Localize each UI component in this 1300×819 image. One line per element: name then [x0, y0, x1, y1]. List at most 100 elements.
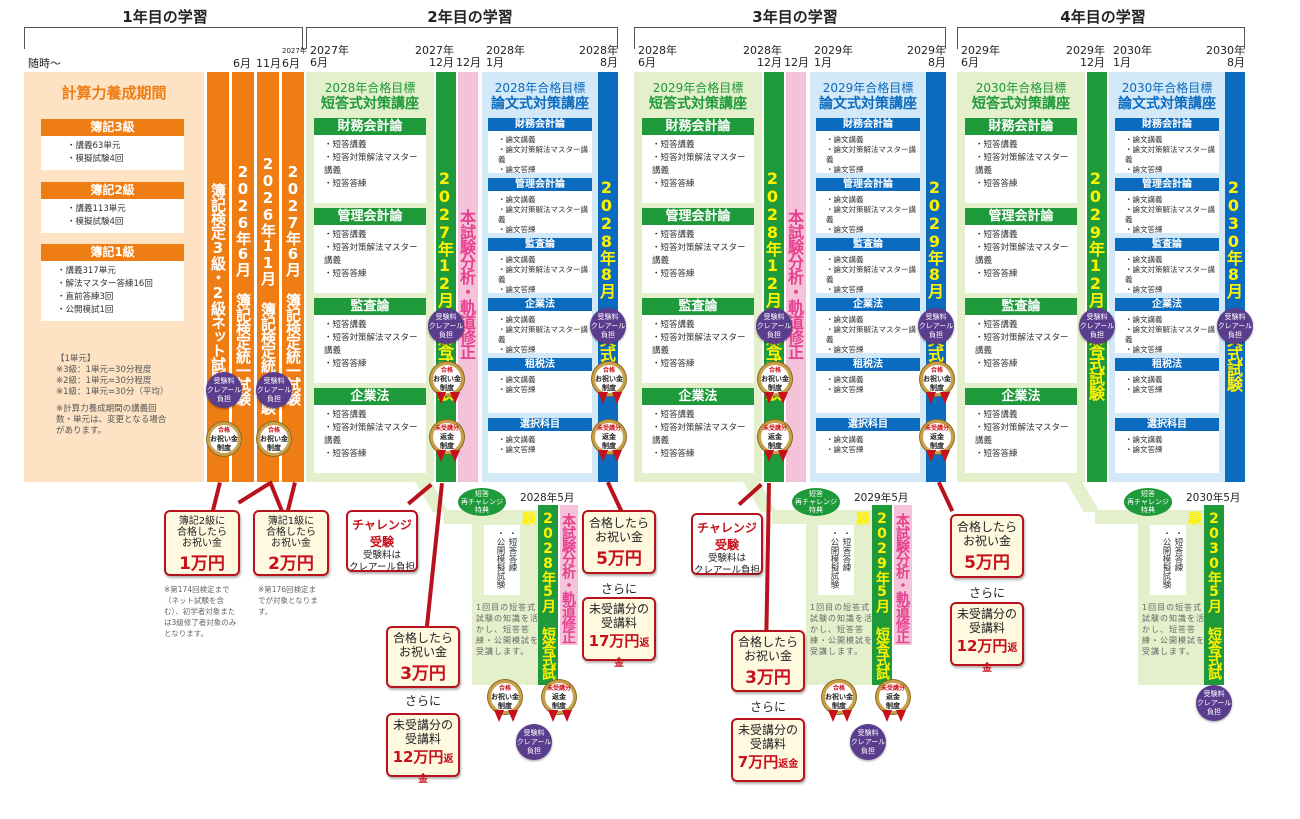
badge-text: クレアール [1217, 321, 1253, 330]
essay-subject: 財務会計論論文講義論文対策解法マスター講義論文答練 [816, 118, 920, 175]
badge-text: クレアール [1196, 698, 1232, 707]
badge-text: 返金 [602, 432, 616, 441]
badge-text: クレアール [428, 321, 464, 330]
subject-items: 論文講義論文対策解法マスター講義論文答練 [1115, 311, 1219, 354]
may-exam-column: 2028年5月 短答式試験 [520, 505, 558, 685]
subject-item: 論文対策解法マスター講義 [498, 145, 592, 165]
subject-item: 論文対策解法マスター講義 [498, 265, 592, 285]
callout-text: 12万円返金 [388, 746, 458, 786]
fee-sticker: 受験料クレアール負担 [256, 372, 292, 408]
date-label: 1月 [814, 56, 832, 69]
badge-text: 短答 [1141, 490, 1155, 498]
subject-item: 短答対策解法マスター講義 [652, 422, 754, 448]
badge-text: 返金 [552, 692, 566, 701]
badge-text: 受験料 [263, 376, 285, 385]
badge-text: 制度 [602, 441, 616, 450]
fee-sticker: 受験料クレアール負担 [1196, 685, 1232, 721]
year-2-bracket [306, 27, 618, 49]
callout-text: 2万円 [268, 554, 314, 574]
y2-short-gift-callout: 合格したら お祝い金 3万円 [386, 626, 460, 688]
subject-item: 短答対策解法マスター講義 [975, 422, 1077, 448]
essay-subject: 管理会計論論文講義論文対策解法マスター講義論文答練 [816, 178, 920, 235]
essay-subject: 選択科目論文講義論文答練 [816, 418, 920, 473]
fee-sticker: 受験料クレアール負担 [516, 724, 552, 760]
badge-text: 制度 [768, 441, 782, 450]
badge-text: 制度 [552, 701, 566, 710]
short-course-target: 2030年合格目標 [975, 81, 1067, 95]
subject-item: 論文講義 [1125, 135, 1219, 145]
short-subject: 財務会計論短答講義短答対策解法マスター講義短答答練 [965, 118, 1077, 203]
y2-essay-refund-callout: 未受講分の 受講料 17万円返金 [582, 597, 656, 669]
subject-header: 監査論 [488, 238, 592, 251]
rechallenge-note: 1回目の短答式試験の知識を活かし、短答答練・公開模試を受講します。 [476, 603, 539, 656]
exam-column-2026-06: 2026年6月 簿記検定統一試験 [232, 72, 254, 482]
callout-text: 受講料 [749, 737, 786, 751]
badge-text: お祝い金 [260, 434, 288, 443]
subject-header: 監査論 [816, 238, 920, 251]
essay-subject: 財務会計論論文講義論文対策解法マスター講義論文答練 [488, 118, 592, 174]
gift-medal: 合格お祝い金制度 [430, 362, 464, 396]
badge-text: 制度 [930, 441, 944, 450]
rechallenge-badge: 短答再チャレンジ特典 [1124, 488, 1172, 516]
fee-sticker: 受験料クレアール負担 [918, 308, 954, 344]
subject-items: 論文講義論文答練 [1115, 431, 1219, 473]
subject-items: 短答講義短答対策解法マスター講義短答答練 [642, 135, 754, 203]
essay-subject: 監査論論文講義論文対策解法マスター講義論文答練 [816, 238, 920, 294]
bookkeeping2-note: ※第174回検定まで（ネット試験を含む）、初学者対象または3級修了者対象のみとな… [164, 585, 237, 638]
badge-text: 特典 [1141, 506, 1155, 514]
badge-text: クレアール [918, 321, 954, 330]
y2-short-refund-callout: 未受講分の 受講料 12万円返金 [386, 713, 460, 785]
ribbon [450, 450, 460, 462]
bookkeeping1-note: ※第176回検定までが対象となります。 [258, 585, 318, 616]
subject-item: 論文対策解法マスター講義 [826, 265, 920, 285]
note-line: ※2級：1単元=30分程度 [56, 376, 152, 386]
unit-note: 【1単元】 ※3級：1単元=30分程度 ※2級：1単元=30分程度 ※1級：1単… [56, 354, 168, 437]
badge-text: お祝い金 [595, 374, 623, 383]
subject-item: 論文講義 [498, 375, 592, 385]
ribbon [896, 710, 906, 722]
subject-items: 論文講義論文答練 [816, 371, 920, 413]
subject-header: 財務会計論 [1115, 118, 1219, 131]
subject-header: 企業法 [314, 388, 426, 405]
badge-text: 制度 [267, 443, 281, 452]
may-analysis-column: 本試験分析・軌道修正 [894, 505, 912, 645]
subject-item: 論文答練 [1125, 285, 1219, 295]
pointer [606, 481, 624, 513]
y2-essay-gift-callout: 合格したら お祝い金 5万円 [582, 510, 656, 574]
badge-text: 受験料 [1203, 689, 1225, 698]
subject-item: 短答対策解法マスター講義 [324, 332, 426, 358]
badge-text: 7万円 [737, 753, 779, 771]
subject-item: 短答講義 [324, 139, 426, 152]
callout-text: 受講料 [600, 616, 637, 630]
subject-item: 論文答練 [826, 225, 920, 235]
badge-text: 12万円 [392, 748, 444, 766]
essay-course-title: 論文式対策講座 [491, 96, 589, 112]
subject-item: 短答講義 [975, 139, 1077, 152]
fee-sticker: 受験料クレアール負担 [428, 308, 464, 344]
subject-header: 租税法 [816, 358, 920, 371]
badge-text: 負担 [267, 394, 281, 403]
badge-text: 負担 [1207, 707, 1221, 716]
essay-subject: 財務会計論論文講義論文対策解法マスター講義論文答練 [1115, 118, 1219, 174]
fee-sticker: 受験料クレアール負担 [850, 724, 886, 760]
date-label: 6月 [638, 56, 656, 69]
short-subject: 監査論短答講義短答対策解法マスター講義短答答練 [965, 298, 1077, 383]
year-1-bracket [24, 27, 303, 49]
callout-text: 5万円 [964, 553, 1010, 573]
subject-item: 論文答練 [826, 165, 920, 175]
badge-text: クレアール [590, 321, 626, 330]
subject-item: 短答対策解法マスター講義 [324, 152, 426, 178]
subject-header: 企業法 [816, 298, 920, 311]
badge-text: 短答 [475, 490, 489, 498]
subject-item: 論文答練 [826, 445, 920, 455]
subject-items: 論文講義論文答練 [816, 431, 920, 473]
callout-text: 合格したら [956, 520, 1017, 534]
callout-text: 合格したら [737, 635, 798, 649]
subject-items: 論文講義論文対策解法マスター講義論文答練 [816, 191, 920, 235]
refund-medal: 未受講分返金制度 [920, 420, 954, 454]
ribbon [598, 392, 608, 404]
level-item: 公開模試1回 [57, 304, 184, 317]
path-connector [1095, 510, 1138, 524]
badge-text: クレアール [256, 385, 292, 394]
gift-medal: 合格お祝い金制度 [488, 680, 522, 714]
